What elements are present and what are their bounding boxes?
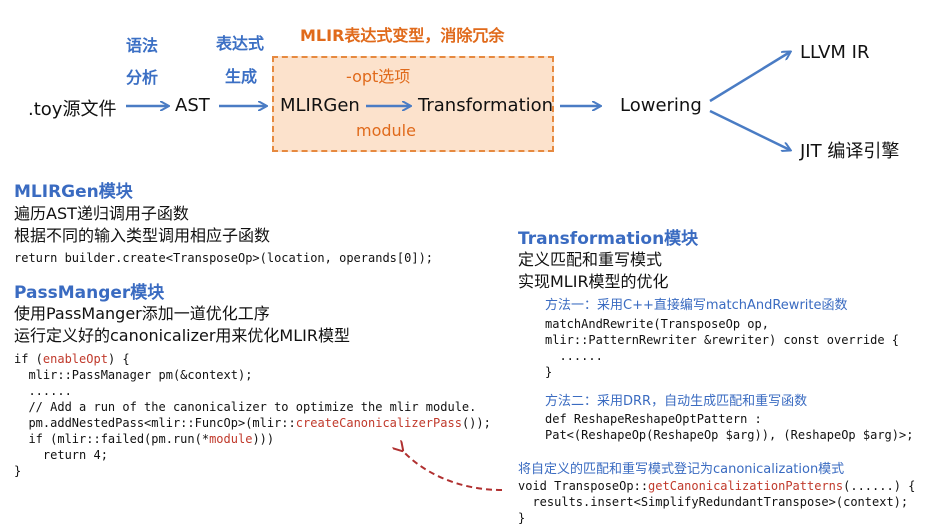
- method1-label: 方法一：采用C++直接编写matchAndRewrite函数: [545, 298, 848, 313]
- ast-node: AST: [175, 95, 210, 116]
- jit-node: JIT 编译引擎: [800, 141, 900, 162]
- method2-code: def ReshapeReshapeOptPattern : Pat<(Resh…: [545, 412, 914, 442]
- passmanager-line-2: 运行定义好的canonicalizer用来优化MLIR模型: [14, 326, 350, 345]
- gen-label-1: 表达式: [216, 34, 265, 53]
- lowering-node: Lowering: [620, 95, 702, 116]
- register-code: void TransposeOp::getCanonicalizationPat…: [518, 479, 916, 525]
- register-note: 将自定义的匹配和重写模式登记为canonicalization模式: [518, 462, 845, 477]
- passmanager-section-title: PassManger模块: [14, 283, 165, 303]
- mlirgen-section-title: MLIRGen模块: [14, 182, 133, 202]
- mlirgen-line-2: 根据不同的输入类型调用相应子函数: [14, 226, 271, 245]
- gen-label-2: 生成: [225, 67, 258, 86]
- method2-label: 方法二：采用DRR，自动生成匹配和重写函数: [545, 394, 808, 409]
- transformation-line-1: 定义匹配和重写模式: [518, 250, 663, 269]
- toy-source-node: .toy源文件: [28, 99, 117, 120]
- opt-option-label: -opt选项: [346, 67, 411, 86]
- llvm-ir-node: LLVM IR: [800, 42, 870, 63]
- mlirgen-code: return builder.create<TransposeOp>(locat…: [14, 251, 434, 265]
- passmanager-code: if (enableOpt) { mlir::PassManager pm(&c…: [14, 352, 491, 478]
- transformation-node: Transformation: [418, 95, 554, 116]
- transformation-line-2: 实现MLIR模型的优化: [518, 272, 669, 291]
- arrow-lowering-to-llvm: [709, 52, 790, 103]
- transformation-section-title: Transformation模块: [518, 229, 699, 249]
- mlirgen-line-1: 遍历AST递归调用子函数: [14, 204, 189, 223]
- box-title: MLIR表达式变型，消除冗余: [300, 26, 505, 45]
- parse-label-2: 分析: [126, 68, 159, 87]
- dashed-red-curve: [402, 450, 503, 491]
- module-label: module: [356, 121, 416, 140]
- mlir-transform-box: [272, 56, 554, 152]
- parse-label-1: 语法: [126, 36, 159, 55]
- method1-code: matchAndRewrite(TransposeOp op, mlir::Pa…: [545, 317, 900, 379]
- passmanager-line-1: 使用PassManger添加一道优化工序: [14, 304, 270, 323]
- mlirgen-node: MLIRGen: [280, 95, 360, 116]
- arrow-lowering-to-jit: [709, 109, 790, 150]
